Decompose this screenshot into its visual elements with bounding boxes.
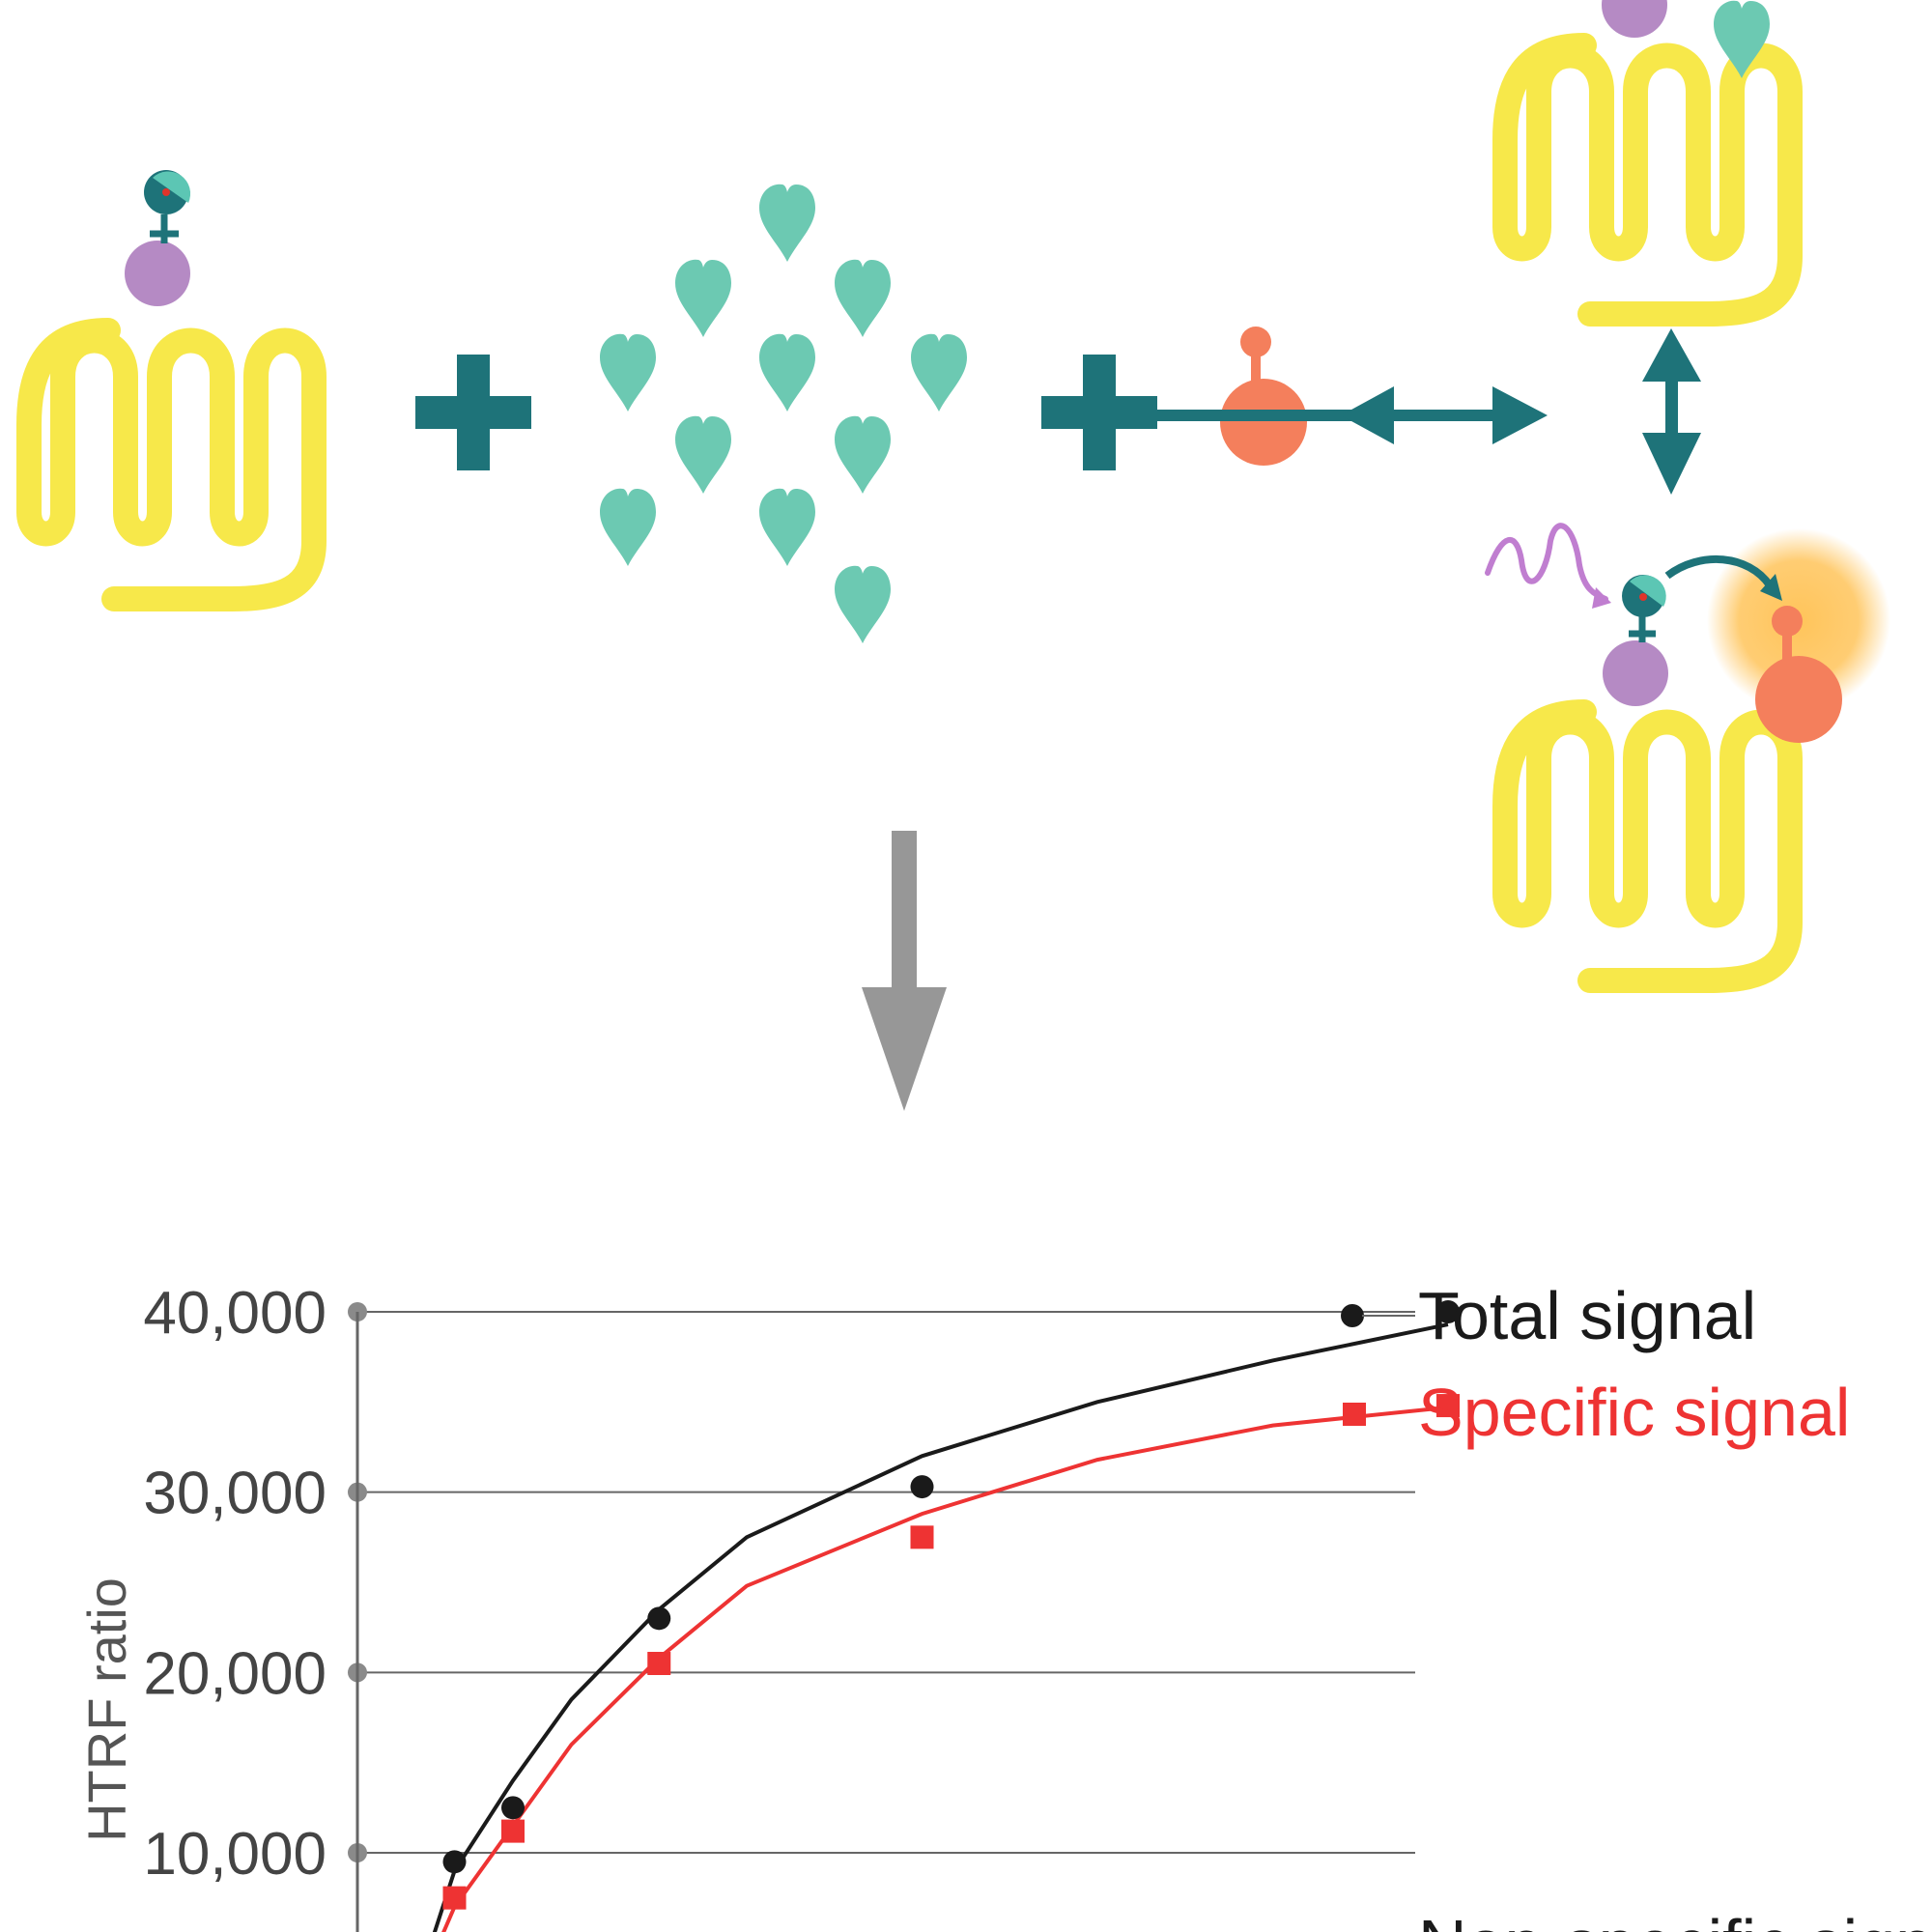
data-point [501, 1796, 525, 1820]
receptor-fret-complex [1485, 523, 1890, 980]
double-arrow-vertical-icon [1642, 328, 1701, 495]
ligand-icon [759, 184, 815, 262]
data-point [910, 1525, 934, 1549]
ligand-icon [675, 415, 731, 494]
ligand-icon [835, 415, 891, 494]
legend-marker [1343, 1403, 1366, 1426]
receptor-bound-unlabeled-ligand [1505, 0, 1790, 314]
data-point [501, 1819, 525, 1843]
ligand-icon [675, 259, 731, 337]
y-tick-label: 20,000 [143, 1640, 327, 1707]
plus-icon [1041, 355, 1157, 470]
data-point [647, 1606, 671, 1631]
ligand-icon [759, 333, 815, 412]
arrow-down-icon [862, 831, 947, 1111]
double-arrow-icon [1130, 386, 1548, 444]
legend-label: Total signal [1418, 1278, 1756, 1353]
ligand-icon [600, 333, 656, 412]
tag-circle [125, 241, 190, 306]
legend-marker [1341, 1304, 1364, 1327]
ligand-icon [911, 333, 967, 412]
y-tick-label: 40,000 [143, 1280, 327, 1347]
ligand-icon [600, 488, 656, 566]
ligand-icon [835, 259, 891, 337]
data-point [647, 1652, 671, 1675]
plus-icon [415, 355, 531, 470]
receptor-with-donor-left [29, 170, 314, 599]
y-tick-label: 30,000 [143, 1461, 327, 1527]
fit-curve [432, 1322, 1449, 1932]
data-point [1436, 1300, 1460, 1323]
legend-label: Specific signal [1418, 1375, 1850, 1450]
data-point [910, 1475, 934, 1499]
data-point [442, 1850, 467, 1874]
ligand-icon [759, 488, 815, 566]
legend-label: Non-specific signal [1418, 1906, 1932, 1932]
energy-transfer-arrow-icon [1664, 554, 1774, 588]
data-point [442, 1886, 467, 1910]
acceptor-labeled-ligand [1220, 327, 1307, 466]
binding-chart: 10,000 20,000 30,000 40,000 Total signalSpe… [76, 1278, 1932, 1932]
unlabeled-ligands [600, 184, 967, 643]
fit-curve [441, 1405, 1449, 1932]
tag-circle [1603, 640, 1668, 706]
data-point [1436, 1394, 1460, 1418]
y-axis-label: HTRF ratio [76, 1577, 137, 1842]
ligand-icon [835, 565, 891, 643]
y-tick-label: 10,000 [143, 1821, 327, 1888]
tag-circle [1602, 0, 1667, 38]
excitation-light-icon [1485, 523, 1608, 602]
